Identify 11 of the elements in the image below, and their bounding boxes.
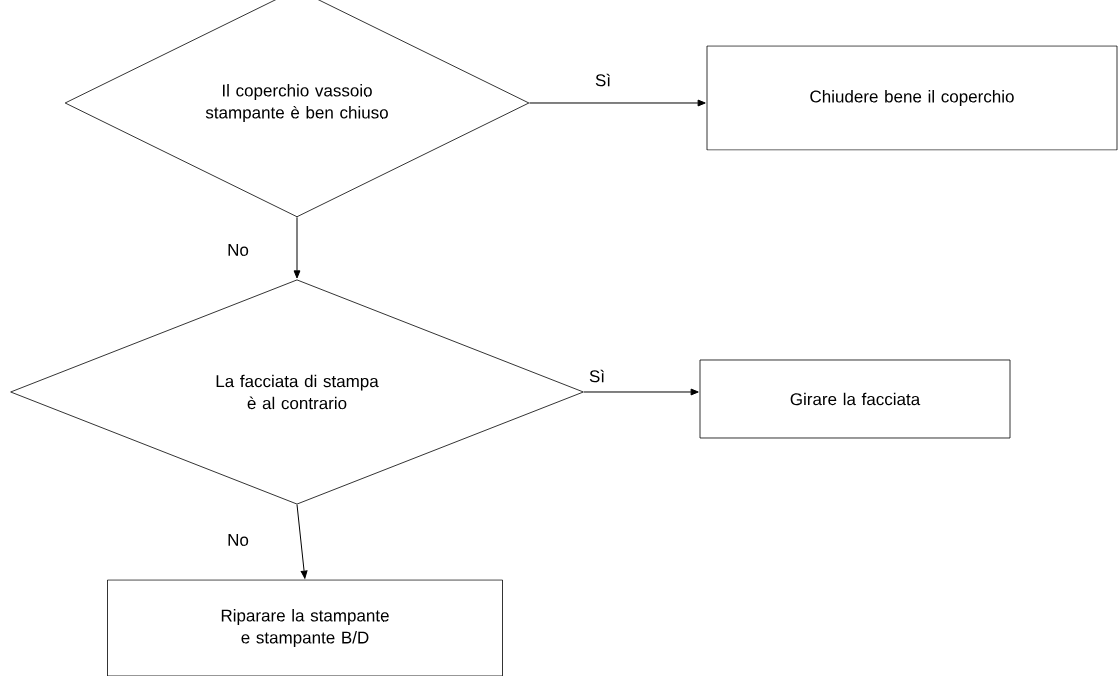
process-box: Riparare la stampante e stampante B/D bbox=[107, 579, 503, 676]
arrow bbox=[296, 504, 308, 579]
process-box: Girare la facciata bbox=[699, 359, 1011, 439]
arrow bbox=[528, 99, 706, 107]
arrow bbox=[293, 216, 301, 279]
edge-label: No bbox=[226, 533, 250, 547]
arrow bbox=[583, 388, 699, 396]
edge-label: No bbox=[226, 243, 250, 257]
edge-label: Sì bbox=[588, 368, 607, 384]
edge-label: Sì bbox=[594, 72, 613, 88]
process-box: Chiudere bene il coperchio bbox=[706, 45, 1118, 151]
